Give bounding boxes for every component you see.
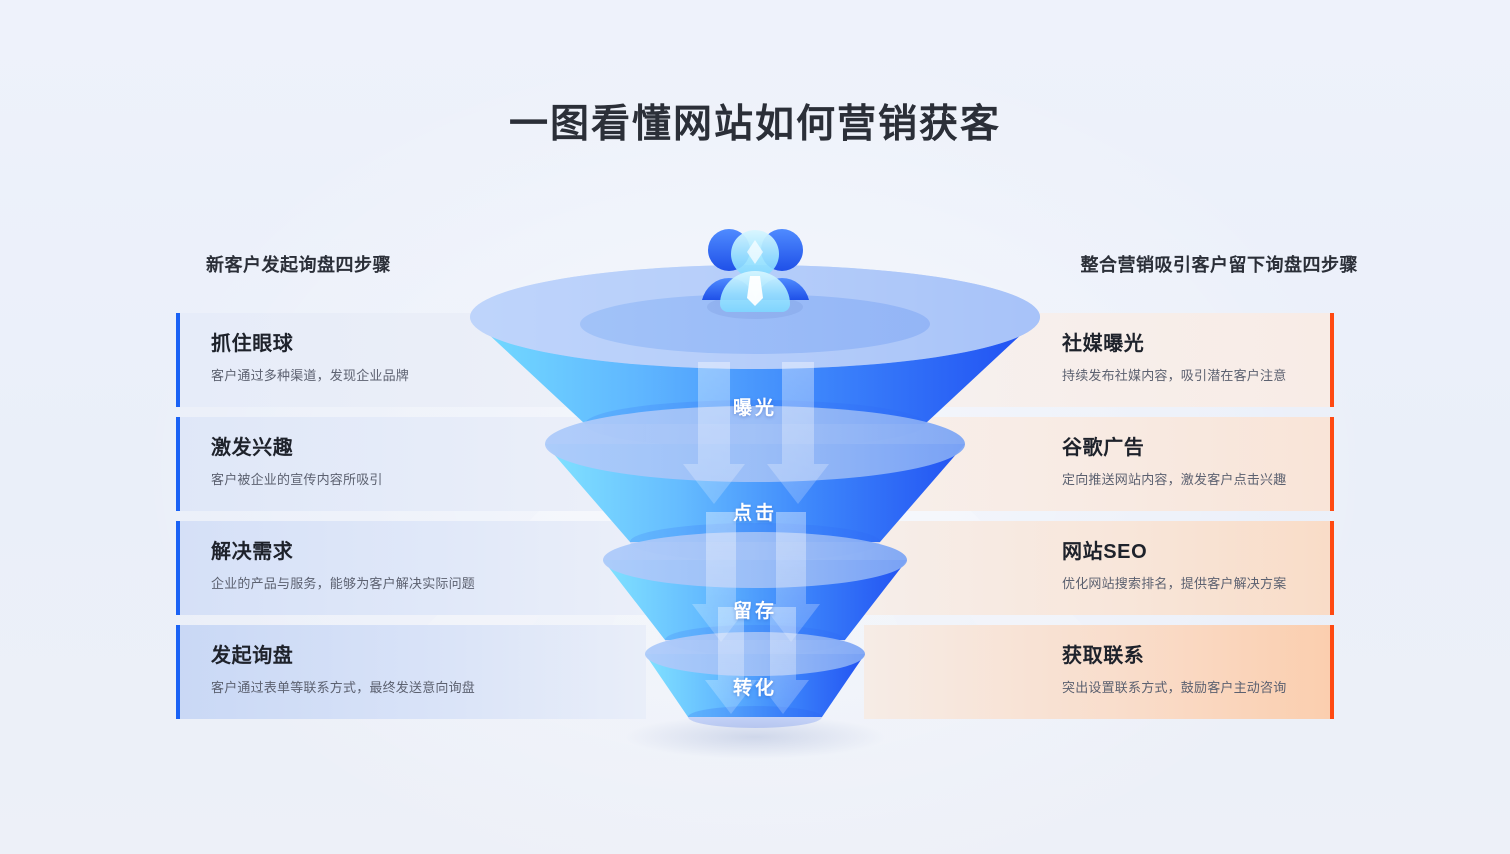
card-description: 优化网站搜索排名，提供客户解决方案 [1062, 576, 1287, 591]
page-title: 一图看懂网站如何营销获客 [508, 103, 1001, 146]
left-accent-bar [176, 625, 180, 719]
card-title: 发起询盘 [211, 645, 294, 667]
card-title: 激发兴趣 [211, 437, 294, 459]
card-title: 社媒曝光 [1062, 333, 1145, 355]
card-description: 持续发布社媒内容，吸引潜在客户注意 [1062, 368, 1287, 383]
flow-arrows [683, 362, 829, 714]
left-accent-bar [176, 313, 180, 407]
marketing-funnel-graphic [430, 212, 1080, 772]
right-accent-bar [1330, 521, 1334, 615]
right-accent-bar [1330, 625, 1334, 719]
funnel-stage-label-4: 转化 [732, 678, 777, 699]
card-title: 谷歌广告 [1062, 437, 1145, 459]
card-description: 客户通过表单等联系方式，最终发送意向询盘 [211, 680, 476, 695]
card-description: 客户通过多种渠道，发现企业品牌 [211, 368, 410, 383]
left-column-heading: 新客户发起询盘四步骤 [206, 255, 391, 275]
left-card-3[interactable]: 解决需求 企业的产品与服务，能够为客户解决实际问题 [176, 521, 646, 615]
funnel-stage-label-2: 点击 [732, 503, 777, 524]
card-description: 突出设置联系方式，鼓励客户主动咨询 [1062, 680, 1287, 695]
left-accent-bar [176, 521, 180, 615]
right-column-heading: 整合营销吸引客户留下询盘四步骤 [1080, 255, 1358, 275]
left-accent-bar [176, 417, 180, 511]
right-card-3[interactable]: 网站SEO 优化网站搜索排名，提供客户解决方案 [864, 521, 1334, 615]
funnel-stage-label-1: 曝光 [732, 398, 777, 419]
card-title: 解决需求 [211, 541, 294, 563]
left-card-4[interactable]: 发起询盘 客户通过表单等联系方式，最终发送意向询盘 [176, 625, 646, 719]
right-accent-bar [1330, 313, 1334, 407]
card-description: 企业的产品与服务，能够为客户解决实际问题 [211, 576, 476, 591]
card-title: 抓住眼球 [211, 333, 294, 355]
right-card-4[interactable]: 获取联系 突出设置联系方式，鼓励客户主动咨询 [864, 625, 1334, 719]
card-description: 客户被企业的宣传内容所吸引 [211, 472, 383, 487]
right-accent-bar [1330, 417, 1334, 511]
card-title: 网站SEO [1062, 541, 1148, 563]
card-title: 获取联系 [1062, 645, 1145, 667]
funnel-stage-label-3: 留存 [732, 601, 777, 622]
people-group-icon [702, 229, 809, 319]
card-description: 定向推送网站内容，激发客户点击兴趣 [1062, 472, 1287, 487]
